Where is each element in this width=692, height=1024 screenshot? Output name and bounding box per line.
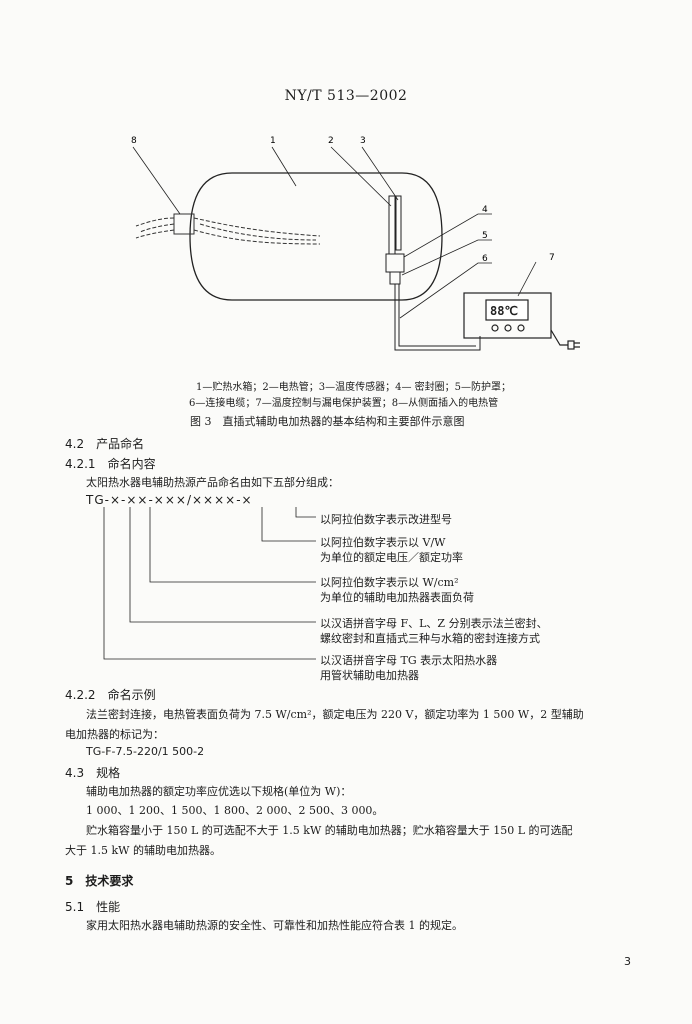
section-title: 技术要求 [85, 874, 134, 888]
section-5-1-heading: 5.1 性能 [65, 898, 120, 915]
section-4-3-heading: 4.3 规格 [65, 764, 120, 781]
section-5-heading: 5 技术要求 [65, 872, 133, 889]
naming-item-4-line-1: 以汉语拼音字母 F、L、Z 分别表示法兰密封、 [320, 617, 548, 630]
naming-code-template: TG-×-××-×××/××××-× [86, 493, 253, 507]
storage-tank [189, 172, 443, 301]
spec-line-1: 辅助电加热器的额定功率应优选以下规格(单位为 W)： [86, 785, 352, 798]
figure-caption: 图 3 直插式辅助电加热器的基本结构和主要部件示意图 [190, 415, 465, 428]
naming-intro: 太阳热水器电辅助热源产品命名由如下五部分组成： [86, 476, 339, 489]
document-header: NY/T 513—2002 [284, 88, 408, 104]
naming-item-2-line-2: 为单位的额定电压／额定功率 [320, 551, 463, 564]
spec-line-2: 1 000、1 200、1 500、1 800、2 000、2 500、3 00… [86, 804, 384, 817]
spec-line-3: 贮水箱容量小于 150 L 的可选配不大于 1.5 kW 的辅助电加热器；贮水箱… [86, 824, 573, 837]
side-heating-tube [135, 213, 321, 245]
callout-label: 2 [328, 136, 334, 146]
callout-label: 1 [270, 136, 276, 146]
callout-label: 3 [360, 136, 366, 146]
section-number: 4.2.2 [65, 688, 96, 702]
example-code: TG-F-7.5-220/1 500-2 [86, 745, 205, 758]
section-title: 性能 [96, 900, 121, 914]
naming-item-3-line-2: 为单位的辅助电加热器表面负荷 [320, 591, 474, 604]
section-number: 5.1 [65, 900, 85, 914]
naming-item-4-line-2: 螺纹密封和直插式三种与水箱的密封连接方式 [320, 632, 540, 645]
figure-legend-line-1: 1—贮热水箱；2—电热管；3—温度传感器；4— 密封圈；5—防护罩； [196, 382, 511, 393]
example-line-1: 法兰密封连接，电热管表面负荷为 7.5 W/cm²，额定电压为 220 V，额定… [86, 708, 584, 721]
callout-label: 5 [482, 231, 488, 241]
naming-item-5-line-2: 用管状辅助电加热器 [320, 669, 419, 682]
callout-label: 7 [549, 253, 555, 263]
section-5-1-text: 家用太阳热水器电辅助热源的安全性、可靠性和加热性能应符合表 1 的规定。 [86, 919, 463, 932]
section-title: 产品命名 [96, 437, 145, 451]
section-title: 命名内容 [107, 457, 156, 471]
figure-legend-line-2: 6—连接电缆；7—温度控制与漏电保护装置；8—从侧面插入的电热管 [189, 398, 499, 409]
inserted-heater [385, 195, 481, 351]
naming-item-5-line-1: 以汉语拼音字母 TG 表示太阳热水器 [320, 654, 498, 667]
example-line-2: 电加热器的标记为： [65, 728, 164, 741]
spec-line-4: 大于 1.5 kW 的辅助电加热器。 [65, 844, 221, 857]
section-4-2-1-heading: 4.2.1 命名内容 [65, 455, 156, 472]
section-number: 4.3 [65, 766, 85, 780]
callout-label: 4 [482, 205, 488, 215]
leader-lines [132, 146, 537, 319]
section-number: 4.2.1 [65, 457, 96, 471]
page-number: 3 [624, 955, 631, 968]
naming-item-2-line-1: 以阿拉伯数字表示以 V/W [320, 536, 446, 549]
section-number: 5 [65, 874, 74, 888]
section-4-2-2-heading: 4.2.2 命名示例 [65, 686, 156, 703]
controller-box [463, 292, 580, 350]
naming-item-1: 以阿拉伯数字表示改进型号 [320, 513, 452, 526]
section-4-2-heading: 4.2 产品命名 [65, 435, 144, 452]
callout-label: 8 [131, 136, 137, 146]
callout-label: 6 [482, 254, 488, 264]
controller-display-text: 88℃ [490, 304, 518, 318]
section-number: 4.2 [65, 437, 85, 451]
section-title: 命名示例 [107, 688, 156, 702]
section-title: 规格 [96, 766, 121, 780]
naming-item-3-line-1: 以阿拉伯数字表示以 W/cm² [320, 576, 459, 589]
